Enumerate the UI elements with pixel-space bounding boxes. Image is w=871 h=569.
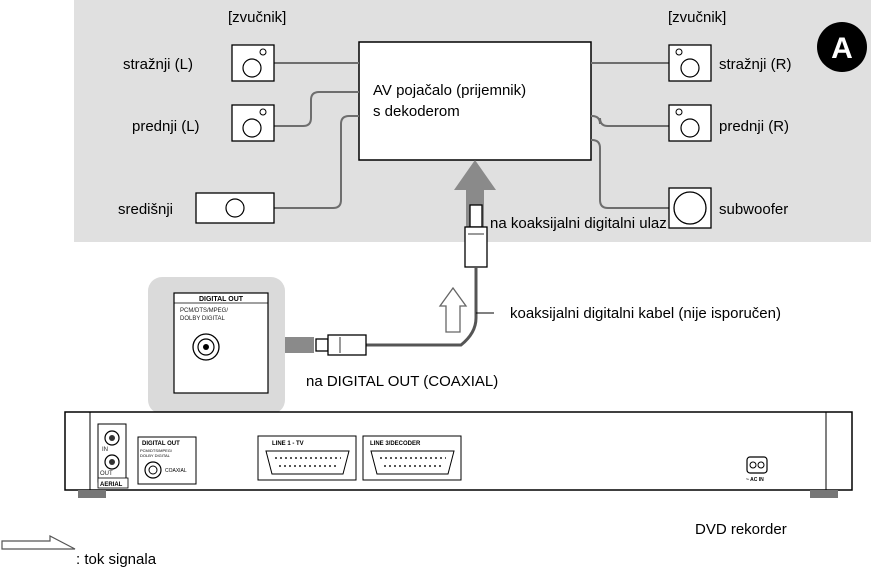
amplifier-line1: AV pojačalo (prijemnik) <box>373 82 526 99</box>
speaker-subwoofer <box>668 187 712 229</box>
label-front-left: prednji (L) <box>132 118 200 135</box>
speaker-front-left <box>231 104 275 142</box>
line1-label: LINE 1 - TV <box>272 441 304 447</box>
rear-digital-out-sub1: PCM/DTS/MPEG/ <box>140 448 173 453</box>
signal-arrow-to-amplifier <box>454 160 496 236</box>
ac-in-socket: ~ AC IN <box>746 456 768 483</box>
label-subwoofer: subwoofer <box>719 201 788 218</box>
line3-label: LINE 3/DECODER <box>370 441 421 447</box>
coax-plug-horizontal <box>315 334 367 356</box>
scart-line3: LINE 3/DECODER <box>362 435 462 481</box>
aerial-in-label: IN <box>102 447 108 453</box>
rear-digital-out-title: DIGITAL OUT <box>142 441 180 447</box>
label-rear-left: stražnji (L) <box>123 56 193 73</box>
amplifier-line2: s dekoderom <box>373 103 460 120</box>
legend-label: : tok signala <box>76 551 157 568</box>
coax-cable <box>346 267 478 347</box>
zoom-digital-out-title: DIGITAL OUT <box>199 296 244 303</box>
scart-line1: LINE 1 - TV <box>257 435 357 481</box>
scart-line3-pins <box>380 457 446 467</box>
ac-in-label: ~ AC IN <box>746 477 764 483</box>
speaker-front-right <box>668 104 712 142</box>
rear-digital-out: DIGITAL OUT PCM/DTS/MPEG/ DOLBY DIGITAL … <box>137 436 197 485</box>
aerial-label: AERIAL <box>100 482 123 488</box>
speaker-rear-left <box>231 44 275 82</box>
signal-arrow-outline <box>438 286 468 333</box>
rear-digital-out-sub2: DOLBY DIGITAL <box>140 453 171 458</box>
speaker-wires <box>274 62 669 209</box>
label-front-right: prednji (R) <box>719 118 789 135</box>
label-dvd-recorder: DVD rekorder <box>695 521 787 538</box>
label-center: središnji <box>118 201 173 218</box>
label-coax-cable: koaksijalni digitalni kabel (nije isporu… <box>510 305 781 322</box>
svg-text:A: A <box>831 32 853 65</box>
speaker-rear-right <box>668 44 712 82</box>
av-amplifier: AV pojačalo (prijemnik) s dekoderom <box>358 41 592 161</box>
speaker-heading-right: [zvučnik] <box>668 9 726 26</box>
speaker-center <box>195 192 275 224</box>
scart-line1-pins <box>275 457 341 467</box>
zoom-subtitle-2: DOLBY DIGITAL <box>180 316 225 322</box>
label-coax-input: na koaksijalni digitalni ulaz <box>490 215 667 232</box>
aerial-out-label: OUT <box>100 471 113 477</box>
rear-coaxial-label: COAXIAL <box>165 468 187 474</box>
zoom-subtitle-1: PCM/DTS/MPEG/ <box>180 308 228 314</box>
label-rear-right: stražnji (R) <box>719 56 792 73</box>
badge-a: A <box>817 22 867 72</box>
coax-plug-vertical <box>464 204 488 268</box>
speaker-heading-left: [zvučnik] <box>228 9 286 26</box>
label-digital-out: na DIGITAL OUT (COAXIAL) <box>306 373 498 390</box>
legend-arrow-icon <box>1 535 76 550</box>
aerial-section: IN OUT AERIAL <box>97 423 129 489</box>
